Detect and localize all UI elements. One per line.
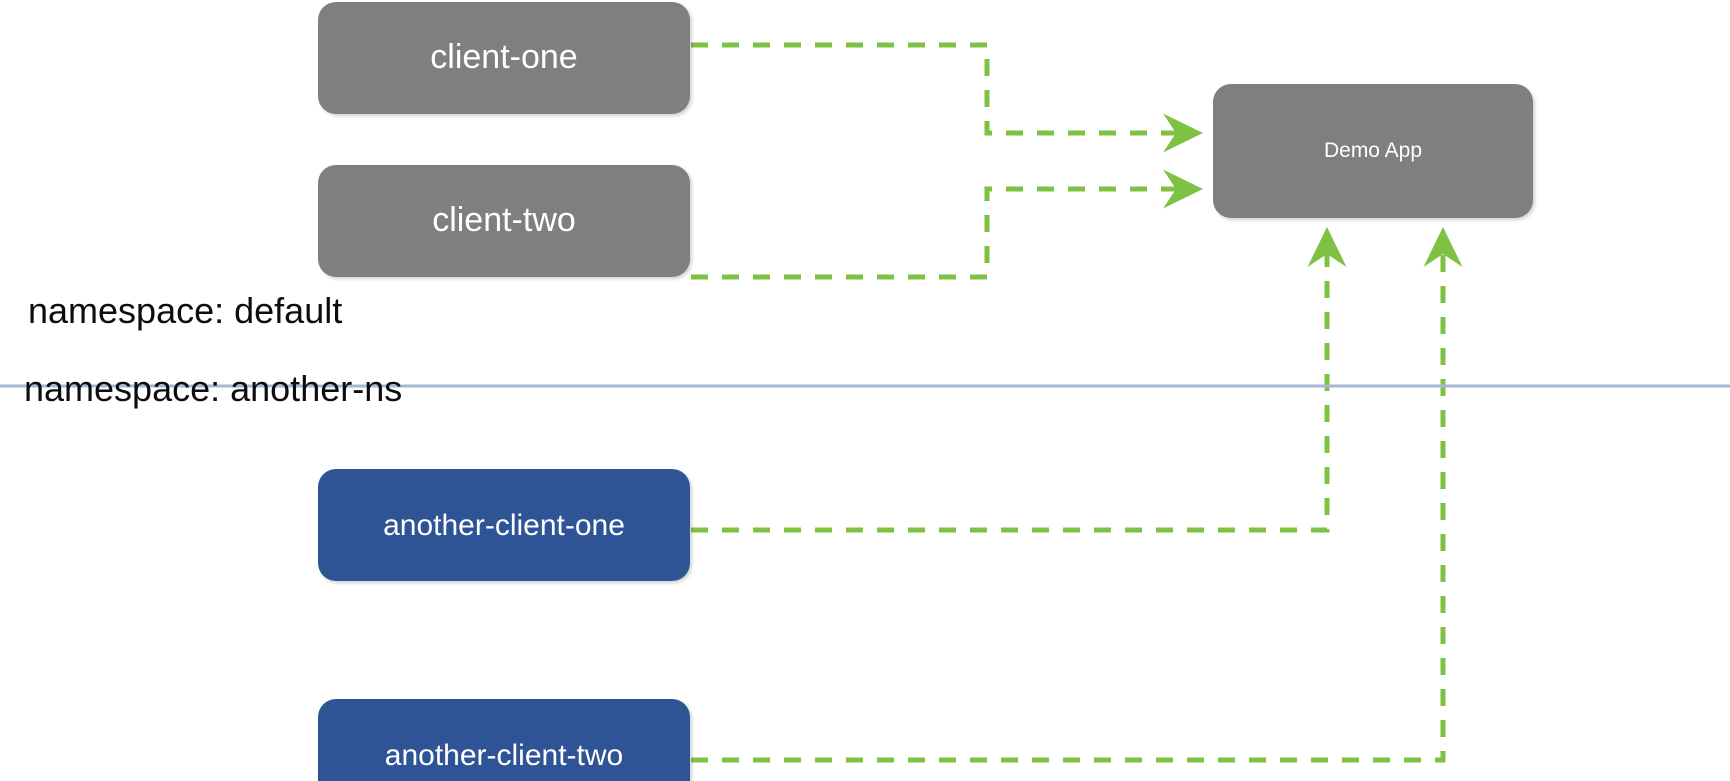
node-another-client-one-label: another-client-one [383,508,625,542]
node-another-client-two-label: another-client-two [384,738,624,772]
namespace-label-default: namespace: default [28,290,343,331]
edge-another-client-two-to-demo-app [691,227,1463,763]
node-client-one[interactable]: client-one [318,2,690,114]
namespace-label-another-ns: namespace: another-ns [24,368,403,409]
node-demo-app-label: Demo App [1323,139,1423,163]
node-another-client-one[interactable]: another-client-one [318,469,690,581]
node-another-client-two[interactable]: another-client-two [318,699,690,781]
node-client-one-label: client-one [430,38,578,77]
edge-client-two-to-demo-app [691,169,1203,280]
edge-another-client-one-to-demo-app [691,227,1347,533]
node-client-two[interactable]: client-two [318,165,690,277]
edge-client-one-to-demo-app [691,42,1203,153]
node-client-two-label: client-two [432,201,576,240]
node-demo-app[interactable]: Demo App [1213,84,1533,218]
